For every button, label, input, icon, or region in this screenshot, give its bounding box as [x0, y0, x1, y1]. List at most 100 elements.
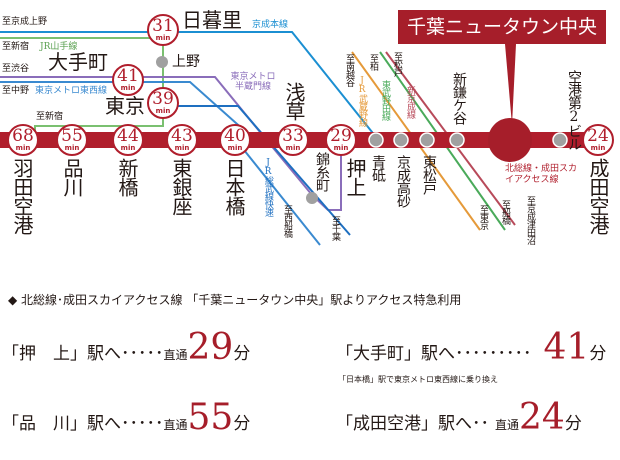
station-shinagawa: 品川	[60, 158, 84, 196]
time-value: 39	[152, 89, 174, 109]
transfer-note: 「日本橋」駅で東京メトロ東西線に乗り換え	[338, 375, 498, 384]
label: 至京成上野	[2, 17, 48, 27]
station-keiseitakasago: 京成高砂	[395, 155, 411, 207]
route-unit: 分	[564, 414, 582, 434]
time-unit: min	[174, 144, 190, 152]
station-nihonbashi: 日本橋	[222, 158, 246, 215]
station-higashiginza: 東銀座	[169, 158, 193, 215]
station-nippori: 日暮里	[182, 8, 242, 32]
time-value: 29	[330, 126, 352, 146]
destination-banner: 千葉ニュータウン中央	[398, 10, 606, 44]
station-higashimatsudo: 東松戸	[421, 155, 437, 194]
station-asakusa: 浅草	[282, 82, 306, 120]
station-tokyo: 東京	[105, 94, 145, 118]
station-oshiage: 押上	[343, 158, 367, 196]
label: 京成本線	[252, 20, 289, 30]
route-dest: 「大手町」駅へ･････････	[336, 344, 532, 364]
time-value: 44	[117, 126, 139, 146]
route-minutes: 41	[543, 327, 590, 368]
route-dest: 「成田空港」駅へ･･	[336, 414, 489, 434]
label: JR武蔵野線	[357, 76, 367, 126]
station-haneda: 羽田空港	[10, 158, 34, 234]
sobu-line-a	[163, 105, 351, 236]
time-value: 68	[12, 126, 34, 146]
time-unit: min	[15, 144, 31, 152]
label: 東京メトロ東西線	[35, 86, 108, 96]
kinshicho-dot	[306, 192, 318, 204]
ueno-dot	[156, 56, 168, 68]
route-unit: 分	[589, 344, 607, 364]
station-airport2: 空港第2ビル	[566, 70, 582, 150]
label: 至松戸	[392, 52, 402, 76]
route-type: 直通	[495, 418, 520, 432]
station-otemachi: 大手町	[48, 50, 108, 74]
route-type: 直通	[163, 418, 188, 432]
label: 東京メトロ半蔵門線	[230, 72, 276, 92]
yamanote-line	[0, 37, 164, 133]
route-minutes: 29	[187, 327, 234, 368]
label: 至新宿	[2, 42, 30, 52]
label: 至京成津田沼	[525, 196, 535, 244]
label: JR総武線快速	[263, 158, 273, 216]
time-value: 24	[587, 126, 609, 146]
time-unit: min	[64, 144, 80, 152]
station-ueno: 上野	[172, 54, 200, 70]
station-dots	[368, 132, 568, 148]
label: JR山手線	[40, 42, 78, 52]
sobu-line-b	[239, 144, 321, 246]
time-unit: min	[227, 144, 243, 152]
label: 東武野田線	[380, 80, 390, 120]
route-unit: 分	[233, 344, 251, 364]
station-aoto: 青砥	[370, 155, 386, 181]
route-minutes: 55	[187, 397, 234, 438]
time-unit: min	[120, 144, 136, 152]
time-value: 41	[117, 66, 139, 86]
time-unit: min	[333, 144, 349, 152]
time-value: 31	[152, 16, 174, 36]
station-narita: 成田空港	[586, 158, 610, 234]
label: 至中野	[2, 86, 30, 96]
time-unit: min	[285, 144, 301, 152]
time-unit: min	[155, 34, 171, 42]
time-value: 40	[224, 126, 246, 146]
time-value: 33	[282, 126, 304, 146]
tozai-line	[0, 81, 256, 141]
chiba-nt-station-marker	[488, 118, 532, 162]
station-shinbashi: 新橋	[115, 158, 139, 196]
label: 至南越谷	[344, 54, 354, 86]
label: 至柏	[368, 54, 378, 70]
time-value: 55	[61, 126, 83, 146]
banner-pointer	[505, 44, 516, 125]
label: 新京成線	[405, 86, 415, 118]
label: 至新宿	[36, 112, 64, 122]
station-kinshicho: 錦糸町	[314, 152, 330, 191]
label: 至渋谷	[2, 64, 30, 74]
station-shinkamagaya: 新鎌ケ谷	[451, 72, 467, 124]
route-minutes: 24	[519, 397, 565, 438]
time-unit: min	[155, 107, 171, 115]
label: 至東京	[478, 205, 488, 229]
route-dest: 「品 川」駅へ･････	[2, 414, 164, 434]
time-value: 43	[171, 126, 193, 146]
access-heading: ◆ 北総線･成田スカイアクセス線 「千葉ニュータウン中央」駅よりアクセス特急利用	[8, 293, 462, 307]
label: 至西船橋	[282, 205, 292, 237]
label: 至船橋	[500, 200, 510, 224]
route-type: 直通	[163, 348, 188, 362]
time-unit: min	[590, 144, 606, 152]
